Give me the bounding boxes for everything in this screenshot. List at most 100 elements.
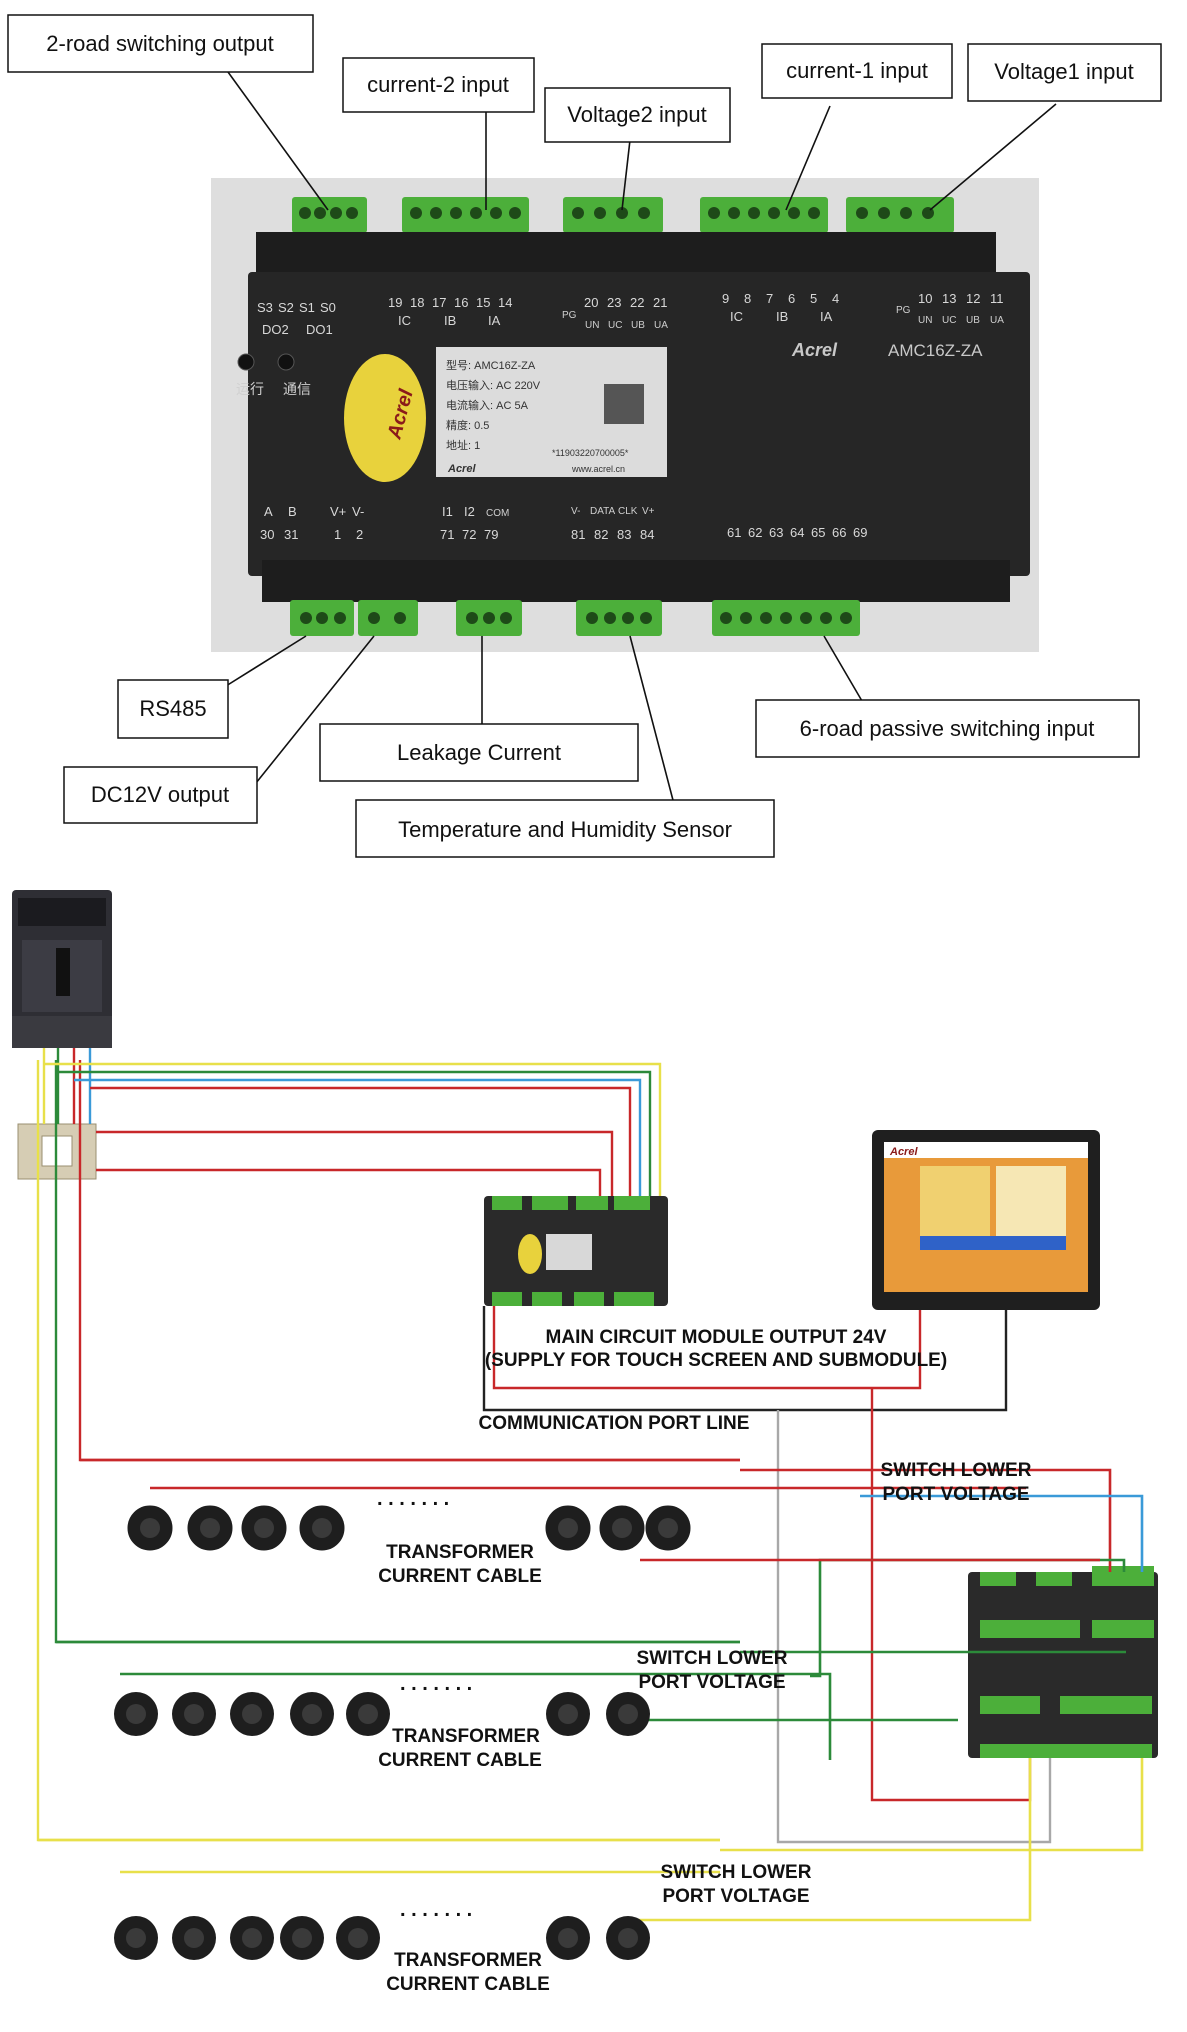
switch-lower-1b: PORT VOLTAGE <box>882 1484 1029 1505</box>
top-terminal-numbers: S3 S2 S1 S0 DO2 DO1 19 18 17 16 15 14 IC… <box>257 291 1004 337</box>
ct-caption-1b: CURRENT CABLE <box>378 1566 542 1587</box>
callout-current-1-input: current-1 input <box>786 58 928 83</box>
callout-current-2-input: current-2 input <box>367 72 509 97</box>
term-12: 12 <box>966 291 980 306</box>
circuit-breaker <box>12 890 112 1048</box>
comm-line-caption: COMMUNICATION PORT LINE <box>479 1413 750 1434</box>
touch-screen: Acrel <box>872 1130 1100 1310</box>
switch-lower-3: SWITCH LOWER <box>661 1862 812 1883</box>
ct-row-1: . . . . . . . TRANSFORMER CURRENT CABLE <box>127 1488 691 1587</box>
term-ub2: UB <box>631 320 645 331</box>
ellipsis-row-1: . . . . . . . <box>377 1488 449 1510</box>
module-output-subcaption: (SUPPLY FOR TOUCH SCREEN AND SUBMODULE) <box>485 1350 947 1371</box>
switch-lower-2b: PORT VOLTAGE <box>638 1672 785 1693</box>
term-13: 13 <box>942 291 956 306</box>
term-31: 31 <box>284 527 298 542</box>
bottom-terminal-blocks <box>290 600 860 636</box>
main-module <box>484 1196 668 1306</box>
term-62: 62 <box>748 525 762 540</box>
term-15: 15 <box>476 295 490 310</box>
ct-caption-2: TRANSFORMER <box>392 1726 540 1747</box>
callout-boxes: 2-road switching output current-2 input … <box>7 14 1162 858</box>
ct-row-3: . . . . . . . TRANSFORMER CURRENT CABLE <box>114 1899 650 1995</box>
term-83: 83 <box>617 527 631 542</box>
ct-caption-3: TRANSFORMER <box>394 1950 542 1971</box>
term-ib2: IB <box>444 313 456 328</box>
term-s1: S1 <box>299 300 315 315</box>
device-model: AMC16Z-ZA <box>888 341 983 360</box>
term-ib1: IB <box>776 309 788 324</box>
label-serial: *11903220700005* <box>552 448 629 458</box>
term-30: 30 <box>260 527 274 542</box>
term-b: B <box>288 504 297 519</box>
callout-leakage-current: Leakage Current <box>397 740 561 765</box>
term-72: 72 <box>462 527 476 542</box>
switch-lower-1: SWITCH LOWER <box>881 1460 1032 1481</box>
term-63: 63 <box>769 525 783 540</box>
callout-dc12v-output: DC12V output <box>91 782 229 807</box>
term-71: 71 <box>440 527 454 542</box>
ct-caption-2b: CURRENT CABLE <box>378 1750 542 1771</box>
term-uc2: UC <box>608 320 622 331</box>
switch-lower-3b: PORT VOLTAGE <box>662 1886 809 1907</box>
callout-leader-lines <box>225 71 1057 805</box>
qr-code-icon <box>604 384 644 424</box>
label-voltage: 电压输入: AC 220V <box>446 378 541 392</box>
term-uc1: UC <box>942 315 956 326</box>
ellipsis-row-3: . . . . . . . <box>400 1899 472 1921</box>
label-address: 地址: 1 <box>446 438 480 452</box>
term-ia1: IA <box>820 309 833 324</box>
callout-temp-humidity-sensor: Temperature and Humidity Sensor <box>398 817 732 842</box>
term-84: 84 <box>640 527 654 542</box>
status-leds: 运行 通信 <box>236 353 311 397</box>
label-accuracy: 精度: 0.5 <box>446 418 489 432</box>
device-photo: S3 S2 S1 S0 DO2 DO1 19 18 17 16 15 14 IC… <box>211 178 1039 652</box>
led-run-label: 运行 <box>236 381 264 397</box>
label-brand: Acrel <box>447 463 476 475</box>
term-19: 19 <box>388 295 402 310</box>
term-a: A <box>264 504 273 519</box>
callout-2road-switching-output: 2-road switching output <box>46 31 273 56</box>
ct-caption-1: TRANSFORMER <box>386 1542 534 1563</box>
term-8: 8 <box>744 291 751 306</box>
term-79: 79 <box>484 527 498 542</box>
callout-rs485: RS485 <box>139 696 206 721</box>
callout-voltage1-input: Voltage1 input <box>994 59 1133 84</box>
term-21: 21 <box>653 295 667 310</box>
screen-brand: Acrel <box>889 1146 918 1158</box>
term-17: 17 <box>432 295 446 310</box>
term-pg2: PG <box>562 310 577 321</box>
term-9: 9 <box>722 291 729 306</box>
term-s0: S0 <box>320 300 336 315</box>
label-model: 型号: AMC16Z-ZA <box>446 358 536 372</box>
term-ua1: UA <box>990 315 1004 326</box>
term-ia2: IA <box>488 313 501 328</box>
acrel-logo-sticker <box>344 354 426 482</box>
term-11: 11 <box>990 291 1004 306</box>
ct-row-2: . . . . . . . TRANSFORMER CURRENT CABLE <box>114 1673 650 1771</box>
term-th-vplus: V+ <box>642 506 655 517</box>
term-ua2: UA <box>654 320 668 331</box>
label-web: www.acrel.cn <box>571 464 625 474</box>
term-5: 5 <box>810 291 817 306</box>
term-65: 65 <box>811 525 825 540</box>
bottom-terminal-numbers: A B 30 31 V+ V- 1 2 I1 I2 COM 71 72 79 V… <box>260 504 867 542</box>
term-i1: I1 <box>442 504 453 519</box>
ellipsis-row-2: . . . . . . . <box>400 1673 472 1695</box>
term-64: 64 <box>790 525 804 540</box>
term-7: 7 <box>766 291 773 306</box>
term-23: 23 <box>607 295 621 310</box>
term-14: 14 <box>498 295 512 310</box>
term-vminus: V- <box>352 504 364 519</box>
callout-6road-passive-switching-input: 6-road passive switching input <box>800 716 1095 741</box>
sub-module <box>968 1566 1158 1758</box>
term-66: 66 <box>832 525 846 540</box>
term-81: 81 <box>571 527 585 542</box>
term-un2: UN <box>585 320 599 331</box>
term-do1: DO1 <box>306 322 333 337</box>
term-pg1: PG <box>896 305 911 316</box>
term-10: 10 <box>918 291 932 306</box>
term-com: COM <box>486 508 509 519</box>
label-current: 电流输入: AC 5A <box>446 398 529 412</box>
